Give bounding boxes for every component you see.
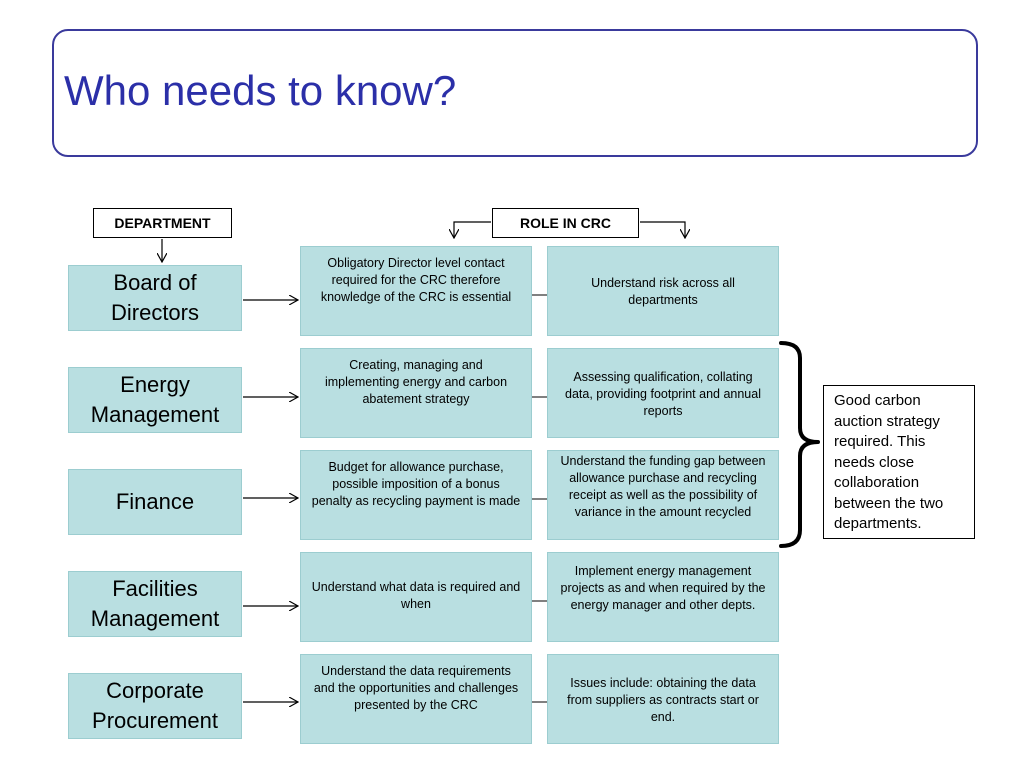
- department-facilities-management: Facilities Management: [68, 571, 242, 637]
- department-header: DEPARTMENT: [93, 208, 232, 238]
- title-frame: Who needs to know?: [52, 29, 978, 157]
- department-finance: Finance: [68, 469, 242, 535]
- role-box-procurement-1: Understand the data requirements and the…: [300, 654, 532, 744]
- role-box-board-1: Obligatory Director level contact requir…: [300, 246, 532, 336]
- role-box-board-2: Understand risk across all departments: [547, 246, 779, 336]
- department-energy-management: Energy Management: [68, 367, 242, 433]
- collaboration-note: Good carbon auction strategy required. T…: [823, 385, 975, 539]
- department-corporate-procurement: Corporate Procurement: [68, 673, 242, 739]
- page-title: Who needs to know?: [64, 67, 457, 114]
- role-header-arrow-right: [640, 221, 685, 238]
- role-box-energy-1: Creating, managing and implementing ener…: [300, 348, 532, 438]
- role-header-arrow-left: [454, 221, 491, 238]
- department-board-of-directors: Board of Directors: [68, 265, 242, 331]
- curly-brace: [779, 341, 820, 548]
- role-box-energy-2: Assessing qualification, collating data,…: [547, 348, 779, 438]
- role-header: ROLE IN CRC: [492, 208, 639, 238]
- role-box-finance-2: Understand the funding gap between allow…: [547, 450, 779, 540]
- role-box-procurement-2: Issues include: obtaining the data from …: [547, 654, 779, 744]
- role-box-facilities-1: Understand what data is required and whe…: [300, 552, 532, 642]
- role-box-facilities-2: Implement energy management projects as …: [547, 552, 779, 642]
- role-box-finance-1: Budget for allowance purchase, possible …: [300, 450, 532, 540]
